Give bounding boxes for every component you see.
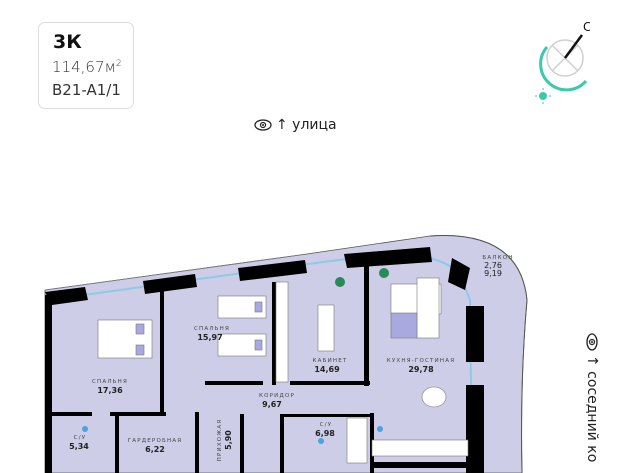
room-area-wardrobe: 6,22: [145, 445, 165, 454]
room-area-hall: 5,90: [224, 430, 233, 450]
eye-icon: [586, 333, 598, 351]
room-area-bath2: 6,98: [315, 429, 335, 438]
furniture: [97, 277, 469, 464]
room-area-bath1: 5,34: [69, 442, 89, 451]
apartment-code: B21-A1/1: [52, 81, 121, 99]
walls: [45, 247, 484, 473]
compass-north-label: С: [583, 20, 590, 34]
view-street-label: ↑ улица: [276, 117, 337, 133]
room-label-wardrobe: ГАРДЕРОБНАЯ: [128, 438, 183, 444]
apartment-info-card: 3К 114,67м2 B21-A1/1: [38, 22, 134, 109]
room-label-corridor: КОРИДОР: [259, 393, 295, 399]
room-area-kitchen: 29,78: [408, 365, 434, 374]
view-street: ↑ улица: [254, 117, 337, 133]
room-area-bedroom1: 17,36: [97, 386, 123, 395]
view-neighbor: ↑ соседний ко: [584, 333, 600, 462]
compass-icon: С: [535, 20, 590, 104]
room-label-bath1: С/У: [74, 435, 87, 441]
room-area-bedroom2: 15,97: [197, 333, 222, 342]
room-area-balcony-total: 9,19: [484, 269, 502, 278]
room-label-bedroom1: СПАЛЬНЯ: [92, 379, 128, 385]
plant-icon: [335, 268, 389, 287]
apartment-type: 3К: [53, 31, 82, 53]
area-value: 114,67м: [52, 58, 116, 76]
sun-icon: [535, 88, 551, 104]
room-area-corridor: 9,67: [262, 400, 282, 409]
room-label-bedroom2: СПАЛЬНЯ: [194, 326, 230, 332]
room-label-bath2: С/У: [320, 422, 333, 428]
apartment-area: 114,67м2: [52, 58, 122, 76]
room-label-kitchen: КУХНЯ-ГОСТИНАЯ: [387, 358, 455, 364]
room-label-balcony: БАЛКОН: [482, 255, 513, 261]
water-icon: [82, 426, 383, 444]
room-label-hall: ПРИХОЖАЯ: [217, 419, 223, 462]
room-area-balcony: 2,76: [484, 261, 502, 270]
room-label-study: КАБИНЕТ: [313, 358, 348, 364]
area-unit-sup: 2: [115, 59, 122, 69]
room-area-study: 14,69: [314, 365, 340, 374]
eye-icon: [254, 119, 272, 131]
